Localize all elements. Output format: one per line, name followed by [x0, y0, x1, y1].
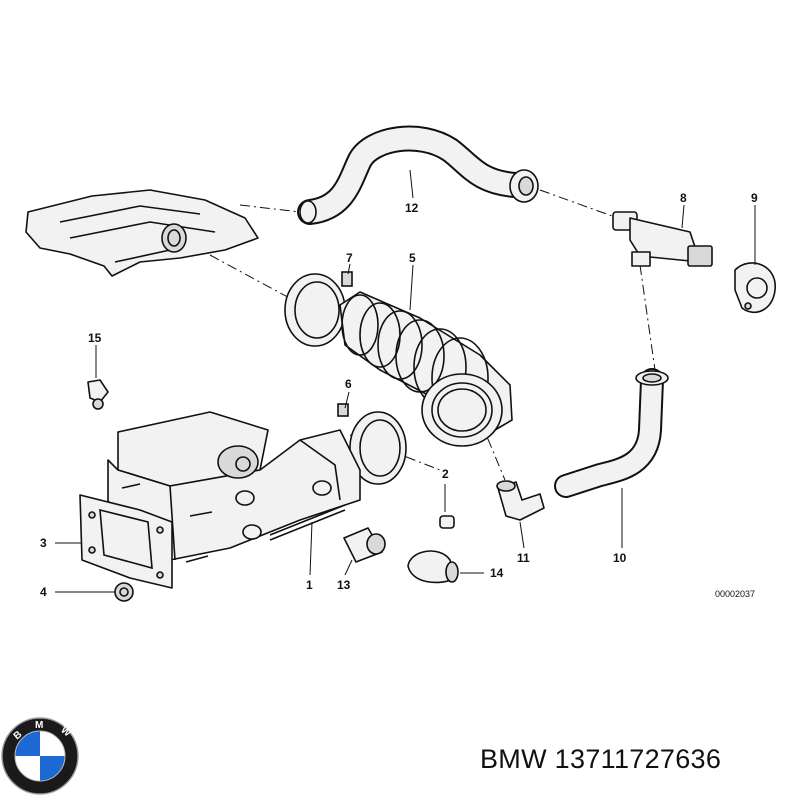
nut-4 [114, 582, 134, 602]
callout-13: 13 [337, 578, 351, 592]
hose-10 [554, 368, 669, 498]
elbow-11 [496, 480, 545, 521]
callout-11: 11 [517, 551, 530, 565]
callout-3: 3 [40, 536, 47, 550]
callout-8: 8 [680, 191, 687, 205]
bmw-roundel-icon: B M W [1, 717, 79, 795]
plug-2 [439, 515, 455, 529]
leader-lines [55, 169, 756, 593]
gasket-3 [79, 494, 173, 589]
callout-2: 2 [442, 467, 449, 481]
callout-9: 9 [751, 191, 758, 205]
callout-6: 6 [345, 377, 352, 391]
rubber-boot-5 [339, 291, 513, 447]
cover-14 [407, 550, 459, 584]
callout-10: 10 [613, 551, 627, 565]
drawing-code: 00002037 [715, 589, 755, 599]
hose-12 [297, 125, 539, 225]
callout-4: 4 [40, 585, 47, 599]
clip-15 [87, 379, 109, 410]
callout-5: 5 [409, 251, 416, 265]
hose-clamp-7 [284, 271, 353, 347]
valve-8 [612, 211, 713, 267]
callout-1: 1 [306, 578, 313, 592]
svg-text:M: M [35, 720, 43, 731]
intake-manifold [25, 189, 259, 277]
callout-15: 15 [88, 331, 102, 345]
hose-clamp-6 [337, 403, 407, 485]
callout-14: 14 [490, 566, 504, 580]
callout-7: 7 [346, 251, 353, 265]
part-number-caption: BMW 13711727636 [480, 744, 722, 774]
connector-13 [343, 527, 386, 563]
callout-12: 12 [405, 201, 419, 215]
bracket-9 [734, 262, 776, 314]
